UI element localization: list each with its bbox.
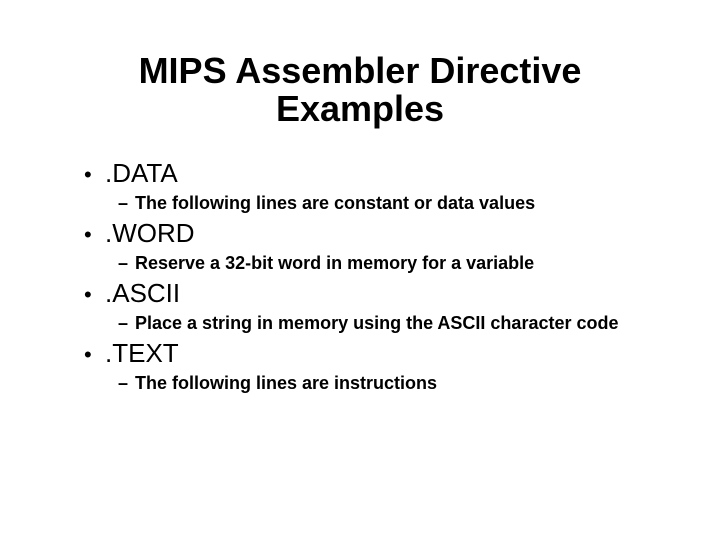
sub-bullet: – Reserve a 32-bit word in memory for a …	[0, 251, 720, 275]
bullet-item: • .ASCII – Place a string in memory usin…	[0, 278, 720, 338]
slide-title: MIPS Assembler Directive Examples	[40, 52, 680, 128]
sub-bullet: – The following lines are instructions	[0, 371, 720, 395]
bullet-item: • .DATA – The following lines are consta…	[0, 158, 720, 218]
sub-bullet-text: The following lines are constant or data…	[135, 193, 536, 213]
directive-term: .ASCII	[105, 278, 181, 308]
sub-bullet: – The following lines are constant or da…	[0, 191, 720, 215]
sub-bullet-text: The following lines are instructions	[135, 373, 438, 393]
bullet-marker-icon: •	[84, 162, 92, 187]
bullet-marker-icon: •	[84, 222, 92, 247]
directive-term: .TEXT	[105, 338, 179, 368]
dash-marker-icon: –	[118, 193, 129, 213]
bullet-main-line: • .TEXT	[0, 338, 720, 370]
bullet-main-line: • .DATA	[0, 158, 720, 190]
title-line-1: MIPS Assembler Directive	[138, 50, 582, 91]
bullet-list: • .DATA – The following lines are consta…	[0, 158, 720, 398]
bullet-main-line: • .ASCII	[0, 278, 720, 310]
bullet-item: • .TEXT – The following lines are instru…	[0, 338, 720, 398]
directive-term: .WORD	[105, 218, 195, 248]
title-line-2: Examples	[275, 88, 445, 129]
bullet-main-line: • .WORD	[0, 218, 720, 250]
sub-bullet-text: Reserve a 32-bit word in memory for a va…	[135, 253, 535, 273]
bullet-item: • .WORD – Reserve a 32-bit word in memor…	[0, 218, 720, 278]
sub-bullet-text: Place a string in memory using the ASCII…	[135, 313, 619, 333]
directive-term: .DATA	[105, 158, 178, 188]
dash-marker-icon: –	[118, 373, 129, 393]
bullet-marker-icon: •	[84, 342, 92, 367]
sub-bullet: – Place a string in memory using the ASC…	[0, 311, 720, 335]
bullet-marker-icon: •	[84, 282, 92, 307]
dash-marker-icon: –	[118, 253, 129, 273]
dash-marker-icon: –	[118, 313, 129, 333]
